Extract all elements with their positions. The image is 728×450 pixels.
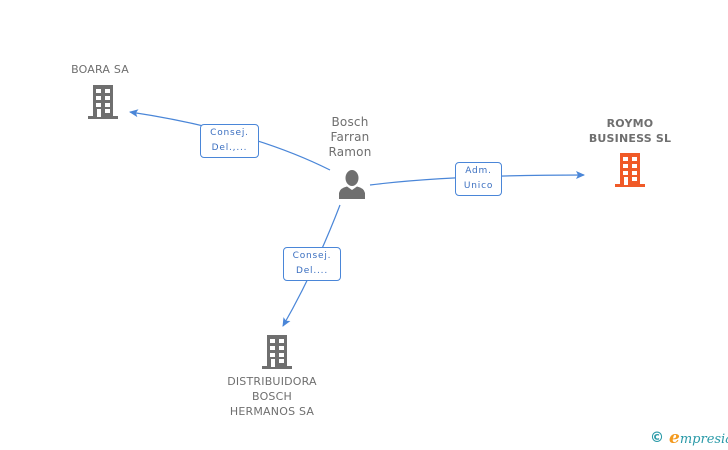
edge-label-line: Consej. xyxy=(292,251,332,261)
edge-label-line: Consej. xyxy=(210,128,249,138)
node-label-boara[interactable]: BOARA SA xyxy=(71,63,129,76)
edge-label-line: Adm. xyxy=(465,166,492,176)
person-icon[interactable] xyxy=(336,168,368,200)
node-label-person[interactable]: Bosch Farran Ramon xyxy=(328,115,372,159)
building-icon[interactable] xyxy=(86,84,120,120)
edge-label-line: Del.... xyxy=(295,266,328,276)
building-icon[interactable] xyxy=(613,152,647,188)
edge-label-boara[interactable]: Consej. Del.,... xyxy=(200,124,259,158)
node-label-distribuidora[interactable]: DISTRIBUIDORA BOSCH HERMANOS SA xyxy=(227,375,317,418)
brand-initial: e xyxy=(669,428,680,448)
copyright-icon: © xyxy=(650,430,664,446)
edge-label-roymo[interactable]: Adm. Unico xyxy=(455,162,502,196)
edge-label-line: Unico xyxy=(463,181,494,191)
edge-label-line: Del.,... xyxy=(211,143,248,153)
node-label-roymo[interactable]: ROYMO BUSINESS SL xyxy=(588,117,672,145)
building-icon[interactable] xyxy=(260,334,294,370)
edge-label-distribuidora[interactable]: Consej. Del.... xyxy=(283,247,341,281)
brand-logo: empresia xyxy=(669,428,728,448)
empresia-watermark: © empresia xyxy=(650,428,728,448)
brand-name: mpresia xyxy=(679,432,728,447)
